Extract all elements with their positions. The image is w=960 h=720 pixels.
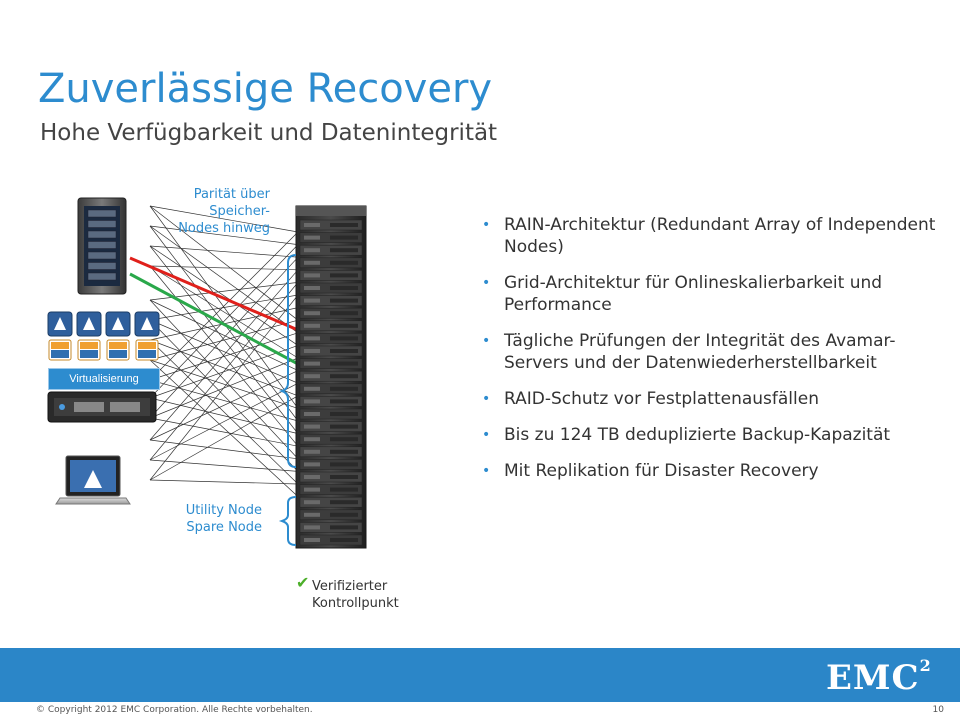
- footer-bar: [0, 702, 960, 720]
- checkmark-icon: ✔: [296, 573, 310, 592]
- parity-link-red: [129, 256, 299, 332]
- emc-logo: EMC2: [826, 656, 932, 698]
- bullet-icon: •: [482, 333, 491, 349]
- app-icons: [47, 311, 160, 361]
- slide-subtitle: Hohe Verfügbarkeit und Datenintegrität: [40, 120, 498, 146]
- list-item: •Tägliche Prüfungen der Integrität des A…: [482, 331, 896, 373]
- architecture-diagram: [47, 197, 367, 549]
- list-item: •RAIN-Architektur (Redundant Array of In…: [482, 215, 936, 257]
- connection-lines: [129, 205, 299, 497]
- parity-link-green: [129, 272, 299, 366]
- utility-spare-label: Utility Node Spare Node: [185, 503, 262, 535]
- list-item: •Grid-Architektur für Onlineskalierbarke…: [482, 273, 883, 315]
- footer-band: [0, 648, 960, 702]
- bullet-icon: •: [482, 463, 491, 479]
- list-item: •Mit Replikation für Disaster Recovery: [482, 461, 819, 481]
- bullet-icon: •: [482, 427, 491, 443]
- rack-server-icon: [47, 391, 157, 423]
- laptop-icon: [55, 455, 131, 505]
- storage-rack: [295, 205, 367, 549]
- tower-server-icon: [77, 197, 127, 295]
- list-item: •RAID-Schutz vor Festplattenausfällen: [482, 389, 819, 409]
- feature-list: •RAIN-Architektur (Redundant Array of In…: [482, 214, 942, 496]
- virtualization-label: Virtualisierung: [48, 368, 160, 390]
- parity-label: Parität über Speicher- Nodes hinweg: [178, 187, 270, 236]
- list-item: •Bis zu 124 TB deduplizierte Backup-Kapa…: [482, 425, 891, 445]
- utility-brace: [278, 496, 297, 546]
- bullet-icon: •: [482, 275, 491, 291]
- page-number: 10: [932, 705, 944, 715]
- copyright-text: © Copyright 2012 EMC Corporation. Alle R…: [36, 705, 313, 715]
- nodes-brace: [278, 254, 297, 468]
- slide-title: Zuverlässige Recovery: [38, 66, 493, 112]
- bullet-icon: •: [482, 391, 491, 407]
- bullet-icon: •: [482, 217, 491, 233]
